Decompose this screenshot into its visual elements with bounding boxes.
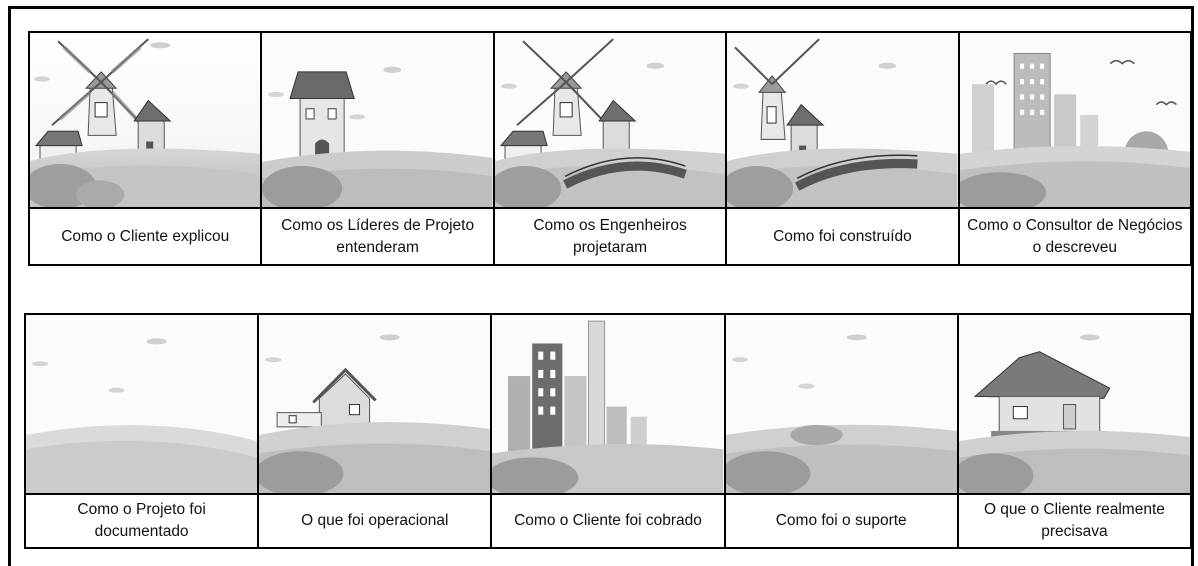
panel-business-consultant-described: Como o Consultor de Negócios o descreveu: [959, 33, 1191, 264]
panel-engineers-designed: Como os Engenheiros projetaram: [494, 33, 728, 264]
comic-row-bottom: Como o Projeto foi documentado O que foi…: [24, 313, 1192, 549]
caption: Como o Cliente explicou: [30, 207, 261, 264]
caption: Como os Engenheiros projetaram: [494, 207, 726, 264]
windmill-bridge-illustration: [494, 33, 726, 207]
house-illustration: [958, 315, 1191, 493]
windmill-house-illustration: [30, 33, 261, 207]
empty-hills-illustration: [26, 315, 258, 493]
caption: Como o Projeto foi documentado: [26, 493, 258, 547]
caption: Como foi construído: [727, 207, 958, 264]
panel-project-leaders-understood: Como os Líderes de Projeto entenderam: [262, 33, 495, 264]
comic-row-top: Como o Cliente explicou Como os Líderes …: [28, 31, 1192, 266]
panel-client-explained: Como o Cliente explicou: [30, 33, 263, 264]
city-illustration: [492, 315, 724, 493]
small-house-illustration: [259, 315, 491, 493]
caption: Como o Consultor de Negócios o descreveu: [959, 207, 1191, 264]
empty-bushes-illustration: [725, 315, 957, 493]
panel-how-it-was-built: Como foi construído: [727, 33, 960, 264]
panel-client-charged: Como o Cliente foi cobrado: [492, 315, 726, 547]
panel-project-documented: Como o Projeto foi documentado: [26, 315, 260, 547]
caption: O que o Cliente realmente precisava: [958, 493, 1191, 547]
panel-what-was-operational: O que foi operacional: [259, 315, 493, 547]
city-sunset-illustration: [959, 33, 1191, 207]
caption: Como os Líderes de Projeto entenderam: [262, 207, 493, 264]
caption: O que foi operacional: [259, 493, 491, 547]
caption: Como foi o suporte: [725, 493, 957, 547]
panel-what-client-really-needed: O que o Cliente realmente precisava: [958, 315, 1191, 547]
caption: Como o Cliente foi cobrado: [492, 493, 724, 547]
panel-how-support-was: Como foi o suporte: [725, 315, 959, 547]
page-frame: [8, 6, 1194, 566]
tower-illustration: [262, 33, 493, 207]
windmill-bridge-built-illustration: [727, 33, 958, 207]
